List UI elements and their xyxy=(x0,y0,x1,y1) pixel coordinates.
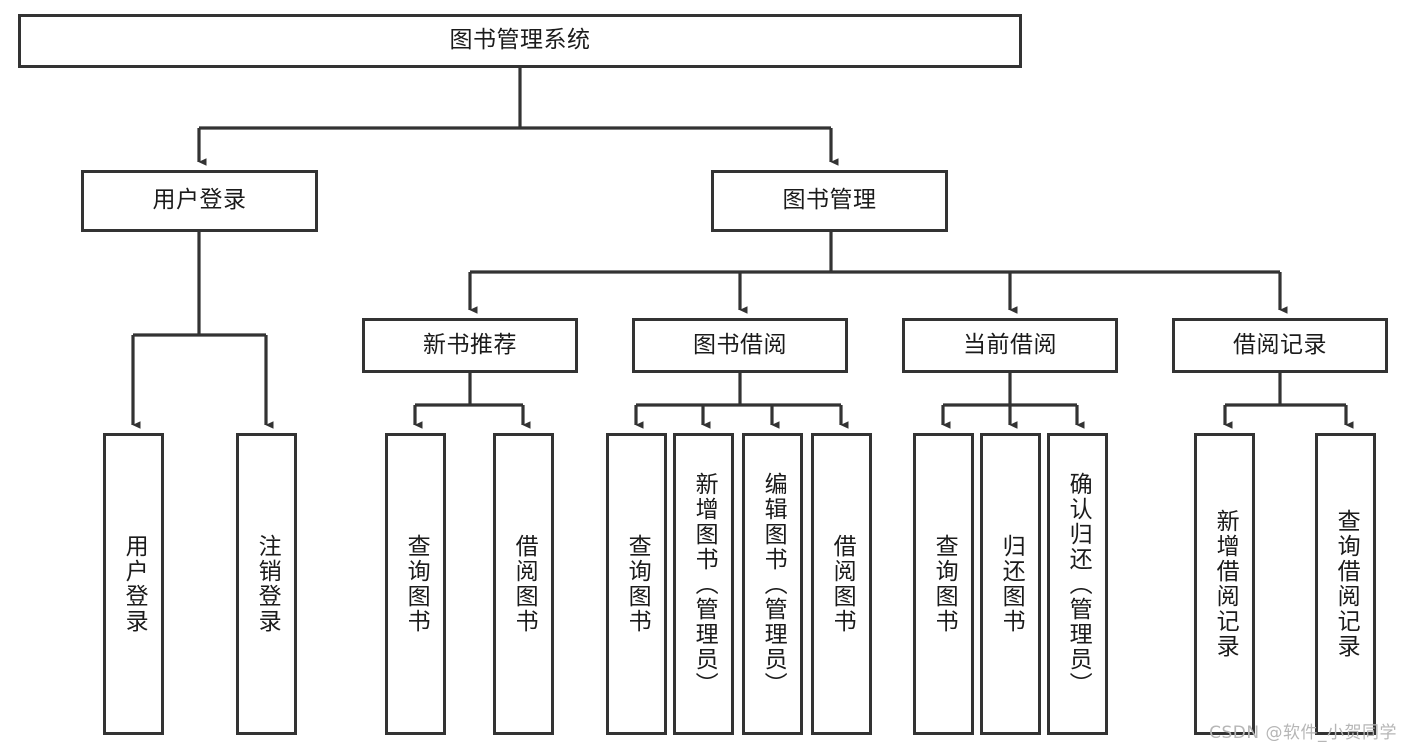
leaf-confirm-return-admin-label: 确认归还（管理员） xyxy=(1065,471,1092,697)
node-borrow-record[interactable]: 借阅记录 xyxy=(1172,318,1388,373)
node-new-book-recommend[interactable]: 新书推荐 xyxy=(362,318,578,373)
node-new-book-recommend-label: 新书推荐 xyxy=(423,331,517,358)
leaf-borrow-book-recommend[interactable]: 借阅图书 xyxy=(493,433,554,735)
leaf-borrow-book-label: 借阅图书 xyxy=(829,534,856,634)
leaf-edit-book-admin-label: 编辑图书（管理员） xyxy=(760,471,787,697)
leaf-borrow-book[interactable]: 借阅图书 xyxy=(811,433,872,735)
leaf-query-book-borrow-label: 查询图书 xyxy=(624,534,651,634)
leaf-query-book-current-label: 查询图书 xyxy=(931,534,958,634)
node-borrow-record-label: 借阅记录 xyxy=(1233,331,1327,358)
node-book-management[interactable]: 图书管理 xyxy=(711,170,948,232)
leaf-add-borrow-record[interactable]: 新增借阅记录 xyxy=(1194,433,1255,735)
node-current-borrow-label: 当前借阅 xyxy=(963,331,1057,358)
leaf-return-book[interactable]: 归还图书 xyxy=(980,433,1041,735)
leaf-query-book-recommend-label: 查询图书 xyxy=(403,534,430,634)
leaf-query-book-recommend[interactable]: 查询图书 xyxy=(385,433,446,735)
node-book-borrow-label: 图书借阅 xyxy=(693,331,787,358)
node-user-login[interactable]: 用户登录 xyxy=(81,170,318,232)
node-book-borrow[interactable]: 图书借阅 xyxy=(632,318,848,373)
node-root-label: 图书管理系统 xyxy=(449,27,591,54)
leaf-user-login-label: 用户登录 xyxy=(121,534,148,634)
leaf-query-borrow-record[interactable]: 查询借阅记录 xyxy=(1315,433,1376,735)
leaf-user-login[interactable]: 用户登录 xyxy=(103,433,164,735)
leaf-add-book-admin-label: 新增图书（管理员） xyxy=(691,471,718,697)
leaf-borrow-book-recommend-label: 借阅图书 xyxy=(511,534,538,634)
leaf-query-borrow-record-label: 查询借阅记录 xyxy=(1333,509,1360,659)
leaf-add-book-admin[interactable]: 新增图书（管理员） xyxy=(673,433,734,735)
leaf-query-book-borrow[interactable]: 查询图书 xyxy=(606,433,667,735)
node-current-borrow[interactable]: 当前借阅 xyxy=(902,318,1118,373)
leaf-edit-book-admin[interactable]: 编辑图书（管理员） xyxy=(742,433,803,735)
leaf-query-book-current[interactable]: 查询图书 xyxy=(913,433,974,735)
leaf-logout[interactable]: 注销登录 xyxy=(236,433,297,735)
leaf-confirm-return-admin[interactable]: 确认归还（管理员） xyxy=(1047,433,1108,735)
node-root[interactable]: 图书管理系统 xyxy=(18,14,1022,68)
leaf-add-borrow-record-label: 新增借阅记录 xyxy=(1212,509,1239,659)
leaf-return-book-label: 归还图书 xyxy=(998,534,1025,634)
node-book-management-label: 图书管理 xyxy=(782,187,877,214)
node-user-login-label: 用户登录 xyxy=(152,187,247,214)
leaf-logout-label: 注销登录 xyxy=(254,534,281,634)
